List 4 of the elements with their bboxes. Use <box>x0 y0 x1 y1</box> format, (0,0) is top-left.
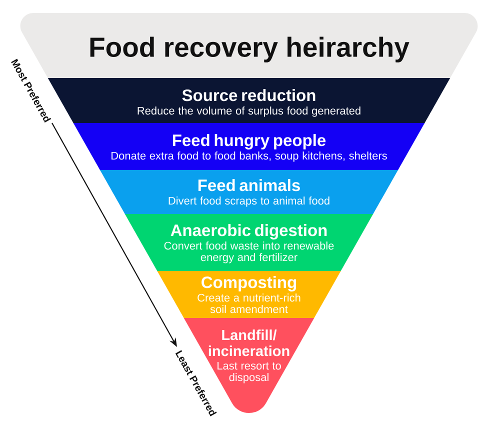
tier-band: Feed hungry people Donate extra food to food banks, soup kitchens, shelters <box>73 123 425 170</box>
tier-band: Feed animals Divert food scraps to animal food <box>100 170 398 214</box>
tier-band: Composting Create a nutrient-rich soil amendment <box>157 271 341 318</box>
tier-band: Anaerobic digestion Convert food waste into renewable energy and fertilizer <box>124 214 374 272</box>
